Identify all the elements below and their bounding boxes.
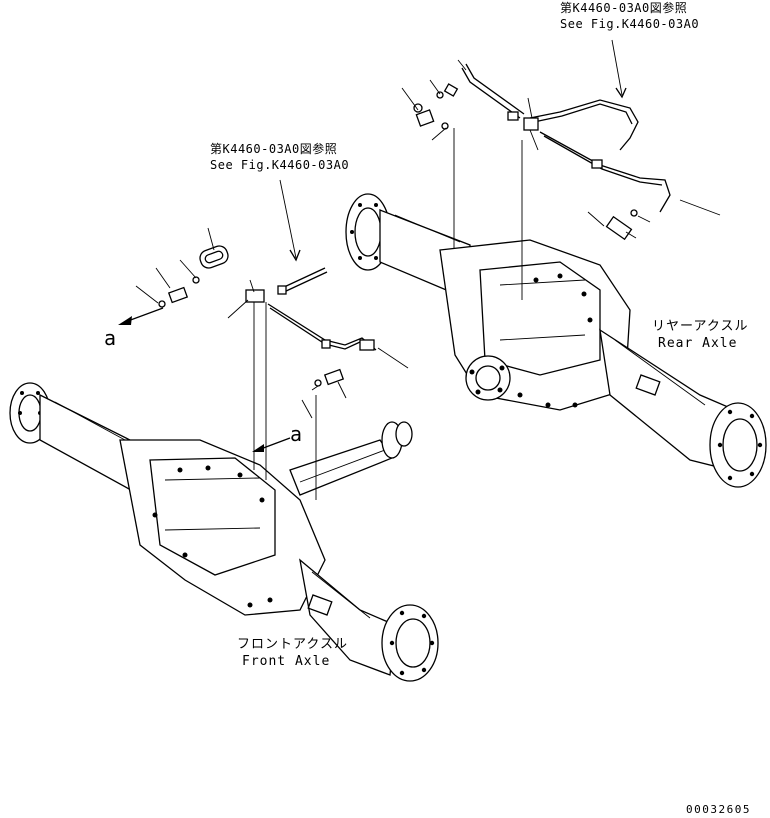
view-a-center-label: a [290,422,303,446]
rear-axle-label-jp: リヤーアクスル [652,319,749,334]
mid-reference-jp: 第K4460-03A0図参照 [210,142,338,156]
rear-brake-piping [401,39,721,300]
rear-axle-assembly [345,193,767,488]
top-reference-jp: 第K4460-03A0図参照 [560,1,688,15]
top-reference-en: See Fig.K4460-03A0 [560,17,700,31]
mid-reference-en: See Fig.K4460-03A0 [210,158,350,172]
rear-axle-label-en: Rear Axle [658,336,738,351]
view-a-left-label: a [104,326,117,350]
drawing-number: 00032605 [686,803,751,816]
front-axle-label-en: Front Axle [242,654,331,669]
front-axle-label-jp: フロントアクスル [237,637,348,652]
front-axle-assembly [9,382,439,682]
front-brake-piping [118,179,409,500]
